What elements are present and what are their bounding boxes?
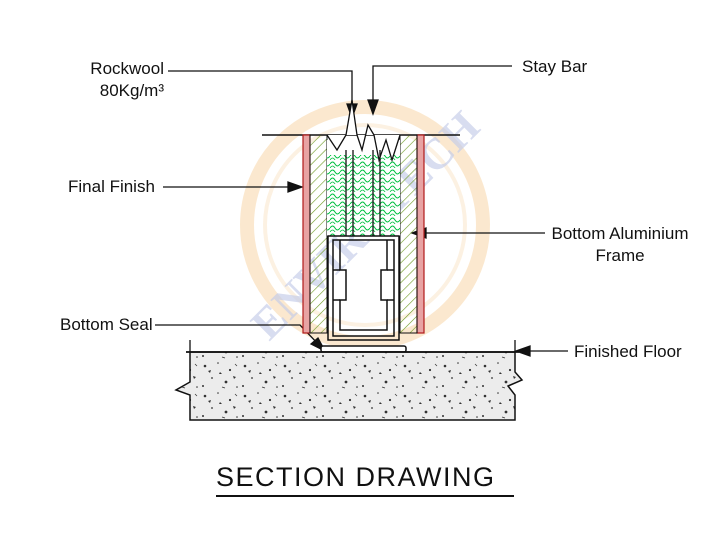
rockwool-core	[327, 140, 400, 236]
label-finished-floor: Finished Floor	[574, 342, 682, 361]
label-bottom-aluminium-frame: Bottom Aluminium Frame	[550, 223, 690, 267]
label-stay-bar: Stay Bar	[522, 57, 588, 76]
drawing-title: SECTION DRAWING	[216, 462, 496, 492]
title-underline	[216, 495, 514, 497]
stay-bar	[326, 99, 401, 236]
label-bottom-aluminium-line1: Bottom Aluminium	[551, 224, 689, 243]
bottom-aluminium-frame	[327, 235, 400, 341]
label-final-finish: Final Finish	[68, 177, 155, 196]
label-rockwool-line1: Rockwool	[90, 59, 164, 78]
board-layers	[309, 134, 418, 334]
label-bottom-aluminium-line2: Frame	[595, 246, 645, 265]
label-rockwool-line2: 80Kg/m³	[99, 81, 164, 100]
label-bottom-seal: Bottom Seal	[60, 315, 153, 334]
floor-slab	[174, 340, 524, 421]
label-rockwool: Rockwool 80Kg/m³	[78, 58, 164, 102]
leader-lines	[155, 65, 568, 357]
